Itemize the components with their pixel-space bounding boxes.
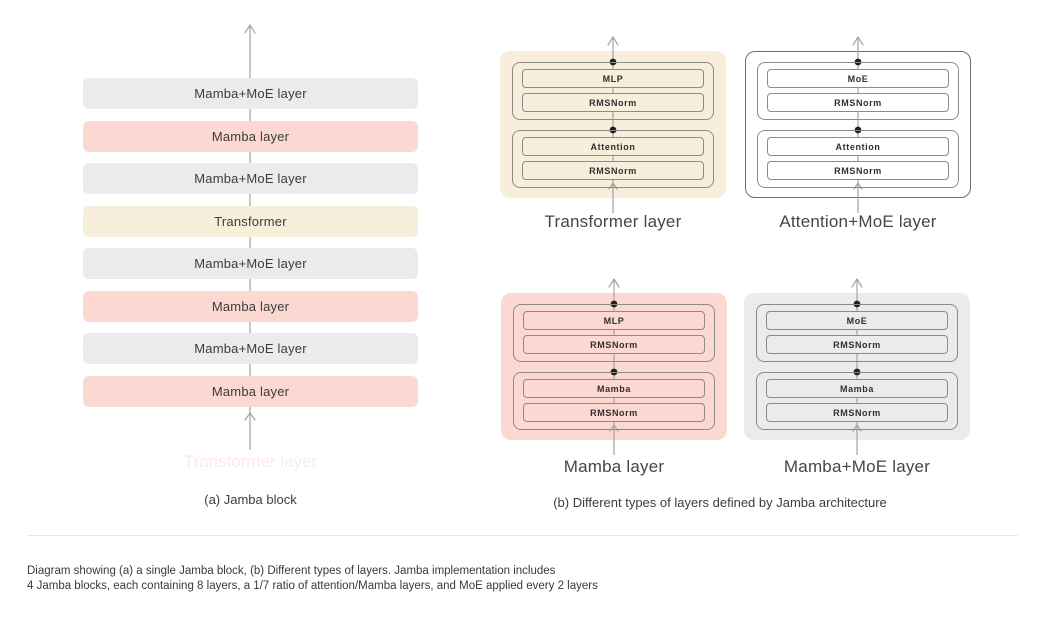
block-moe: MoE <box>766 311 948 330</box>
layer-label: Mamba layer <box>211 384 290 399</box>
residual-group <box>757 130 959 188</box>
layer-label: Mamba layer <box>211 129 290 144</box>
up-arrow-icon <box>244 412 256 421</box>
footnote-line-2: 4 Jamba blocks, each containing 8 layers… <box>27 580 598 592</box>
up-arrow-icon <box>607 36 619 46</box>
stack-layer-mamba-moe: Mamba+MoE layer <box>83 248 418 279</box>
footnote-line-1: Diagram showing (a) a single Jamba block… <box>27 565 556 577</box>
block-mamba: Mamba <box>766 379 948 398</box>
stack-layer-mamba-moe: Mamba+MoE layer <box>83 333 418 364</box>
block-rmsnorm: RMSNorm <box>767 161 949 180</box>
block-label: RMSNorm <box>834 97 882 108</box>
caption-jamba-block: (a) Jamba block <box>204 492 297 507</box>
layer-label: Mamba+MoE layer <box>194 86 307 101</box>
layer-label: Mamba+MoE layer <box>194 256 307 271</box>
block-label: RMSNorm <box>833 407 881 418</box>
block-label: Attention <box>590 141 636 152</box>
stack-layer-mamba-moe: Mamba+MoE layer <box>83 78 418 109</box>
residual-add-dot <box>854 126 862 134</box>
block-mlp: MLP <box>522 69 704 88</box>
stack-layer-transformer: Transformer <box>83 206 418 237</box>
up-arrow-icon <box>852 36 864 46</box>
caption-attention-moe-layer: Attention+MoE layer <box>779 212 937 231</box>
residual-group <box>513 372 715 430</box>
block-label: RMSNorm <box>590 339 638 350</box>
block-label: RMSNorm <box>589 97 637 108</box>
stack-layer-mamba: Mamba layer <box>83 376 418 407</box>
block-rmsnorm: RMSNorm <box>523 403 705 422</box>
block-rmsnorm: RMSNorm <box>766 335 948 354</box>
block-rmsnorm: RMSNorm <box>766 403 948 422</box>
layer-label: Mamba+MoE layer <box>194 341 307 356</box>
block-rmsnorm: RMSNorm <box>523 335 705 354</box>
block-label: RMSNorm <box>833 339 881 350</box>
block-moe: MoE <box>767 69 949 88</box>
block-rmsnorm: RMSNorm <box>522 93 704 112</box>
up-arrow-icon <box>851 278 863 288</box>
stack-layer-mamba: Mamba layer <box>83 121 418 152</box>
block-label: RMSNorm <box>590 407 638 418</box>
block-rmsnorm: RMSNorm <box>767 93 949 112</box>
block-label: MoE <box>847 73 869 84</box>
residual-group <box>756 304 958 362</box>
divider-line <box>27 535 1018 536</box>
flow-arrow <box>607 36 619 213</box>
caption-mamba-moe-layer: Mamba+MoE layer <box>783 457 931 476</box>
caption-layer-types: (b) Different types of layers defined by… <box>553 495 887 510</box>
block-label: RMSNorm <box>834 165 882 176</box>
stack-layer-mamba-moe: Mamba+MoE layer <box>83 163 418 194</box>
layer-label: Mamba+MoE layer <box>194 171 307 186</box>
up-arrow-icon <box>608 278 620 288</box>
layer-label: Mamba layer <box>211 299 290 314</box>
block-rmsnorm: RMSNorm <box>522 161 704 180</box>
mamba-moe-layer-card: MoE RMSNorm Mamba RMSNorm <box>744 275 970 457</box>
block-label: MoE <box>846 315 868 326</box>
residual-group <box>513 304 715 362</box>
mamba-layer-card: MLP RMSNorm Mamba RMSNorm <box>501 275 727 457</box>
up-arrow-icon <box>244 24 256 34</box>
residual-group <box>757 62 959 120</box>
block-label: MLP <box>602 73 624 84</box>
stack-layer-mamba: Mamba layer <box>83 291 418 322</box>
block-mlp: MLP <box>523 311 705 330</box>
block-label: MLP <box>603 315 625 326</box>
block-label: Mamba <box>596 383 631 394</box>
block-attention: Attention <box>522 137 704 156</box>
transformer-layer-card: MLP RMSNorm Attention RMSNorm <box>500 33 726 215</box>
block-label: RMSNorm <box>589 165 637 176</box>
residual-add-dot <box>609 126 617 134</box>
caption-transformer-layer: Transformer layer <box>544 212 682 231</box>
layer-label: Transformer <box>214 214 287 229</box>
attention-moe-layer-card: MoE RMSNorm Attention RMSNorm <box>745 33 971 215</box>
residual-group <box>756 372 958 430</box>
residual-group <box>512 130 714 188</box>
block-label: Attention <box>835 141 881 152</box>
ghost-transformer-layer-label: Transformer layer <box>183 452 318 471</box>
residual-group <box>512 62 714 120</box>
caption-mamba-layer: Mamba layer <box>563 457 665 476</box>
block-label: Mamba <box>839 383 874 394</box>
block-mamba: Mamba <box>523 379 705 398</box>
block-attention: Attention <box>767 137 949 156</box>
